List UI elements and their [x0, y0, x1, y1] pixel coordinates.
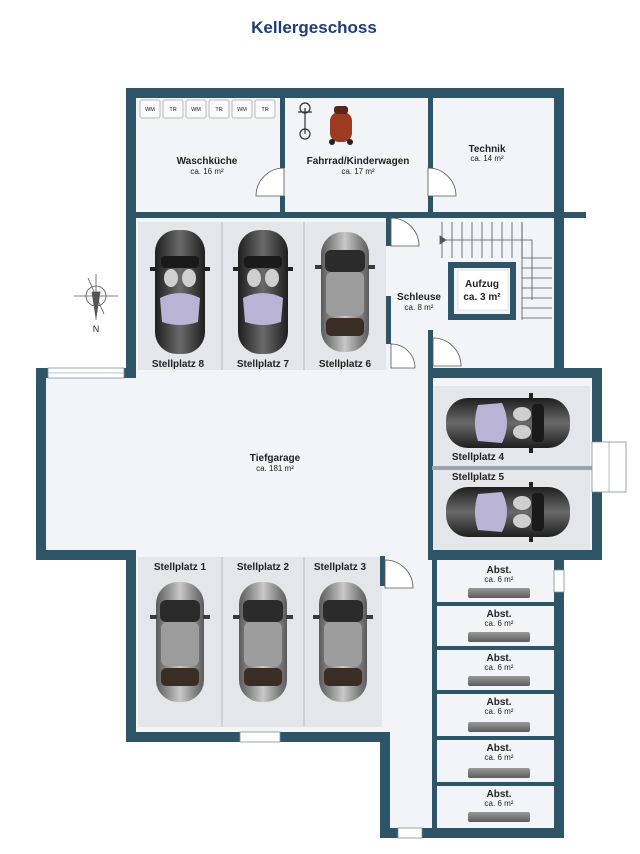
stellplatz-1-label: Stellplatz 1 — [154, 562, 207, 573]
appliance-label: WM — [145, 107, 155, 113]
car-stellplatz-6 — [315, 232, 375, 352]
stroller-icon — [329, 106, 353, 145]
car-stellplatz-4 — [446, 393, 570, 453]
room-name-schleuse: Schleuse — [397, 292, 441, 303]
car-stellplatz-1 — [150, 582, 210, 702]
appliance-label: TR — [261, 107, 268, 113]
storage-shelves — [468, 588, 530, 822]
stellplatz-8-label: Stellplatz 8 — [152, 359, 205, 370]
storage-name: Abst. — [487, 565, 512, 576]
stellplatz-4-label: Stellplatz 4 — [452, 452, 505, 463]
compass-north-label: N — [93, 324, 100, 334]
room-area-waschkueche: ca. 16 m² — [190, 167, 224, 176]
car-stellplatz-3 — [313, 582, 373, 702]
room-area-tiefgarage: ca. 181 m² — [256, 464, 294, 473]
storage-area: ca. 6 m² — [485, 707, 514, 716]
room-area-fahrrad: ca. 17 m² — [341, 167, 375, 176]
stellplatz-2-label: Stellplatz 2 — [237, 562, 290, 573]
appliance-row — [139, 99, 276, 119]
car-stellplatz-2 — [233, 582, 293, 702]
inner-walls — [126, 96, 592, 828]
appliance-label: WM — [191, 107, 201, 113]
storage-area: ca. 6 m² — [485, 619, 514, 628]
storage-area: ca. 6 m² — [485, 663, 514, 672]
car-stellplatz-8 — [150, 230, 210, 354]
storage-area: ca. 6 m² — [485, 753, 514, 762]
stellplatz-5-label: Stellplatz 5 — [452, 472, 505, 483]
bicycle-icon — [298, 102, 312, 140]
storage-name: Abst. — [487, 743, 512, 754]
room-area-technik: ca. 14 m² — [470, 154, 504, 163]
stellplatz-7-label: Stellplatz 7 — [237, 359, 290, 370]
storage-area: ca. 6 m² — [485, 575, 514, 584]
car-stellplatz-7 — [233, 230, 293, 354]
room-name-aufzug: Aufzug — [465, 279, 499, 290]
storage-area: ca. 6 m² — [485, 799, 514, 808]
stellplatz-6-label: Stellplatz 6 — [319, 359, 372, 370]
room-area-aufzug: ca. 3 m² — [463, 292, 501, 303]
storage-name: Abst. — [487, 697, 512, 708]
appliance-label: WM — [237, 107, 247, 113]
storage-name: Abst. — [487, 653, 512, 664]
room-name-tiefgarage: Tiefgarage — [250, 453, 301, 464]
room-area-schleuse: ca. 8 m² — [405, 303, 434, 312]
storage-name: Abst. — [487, 609, 512, 620]
staircase — [439, 222, 552, 320]
room-name-technik: Technik — [468, 144, 505, 155]
appliance-label: TR — [215, 107, 222, 113]
storage-name: Abst. — [487, 789, 512, 800]
stellplatz-3-label: Stellplatz 3 — [314, 562, 367, 573]
room-name-waschkueche: Waschküche — [177, 156, 238, 167]
appliance-label: TR — [169, 107, 176, 113]
car-stellplatz-5 — [446, 482, 570, 542]
page-title: Kellergeschoss — [251, 18, 377, 37]
room-name-fahrrad: Fahrrad/Kinderwagen — [307, 156, 410, 167]
compass-icon — [74, 274, 118, 320]
